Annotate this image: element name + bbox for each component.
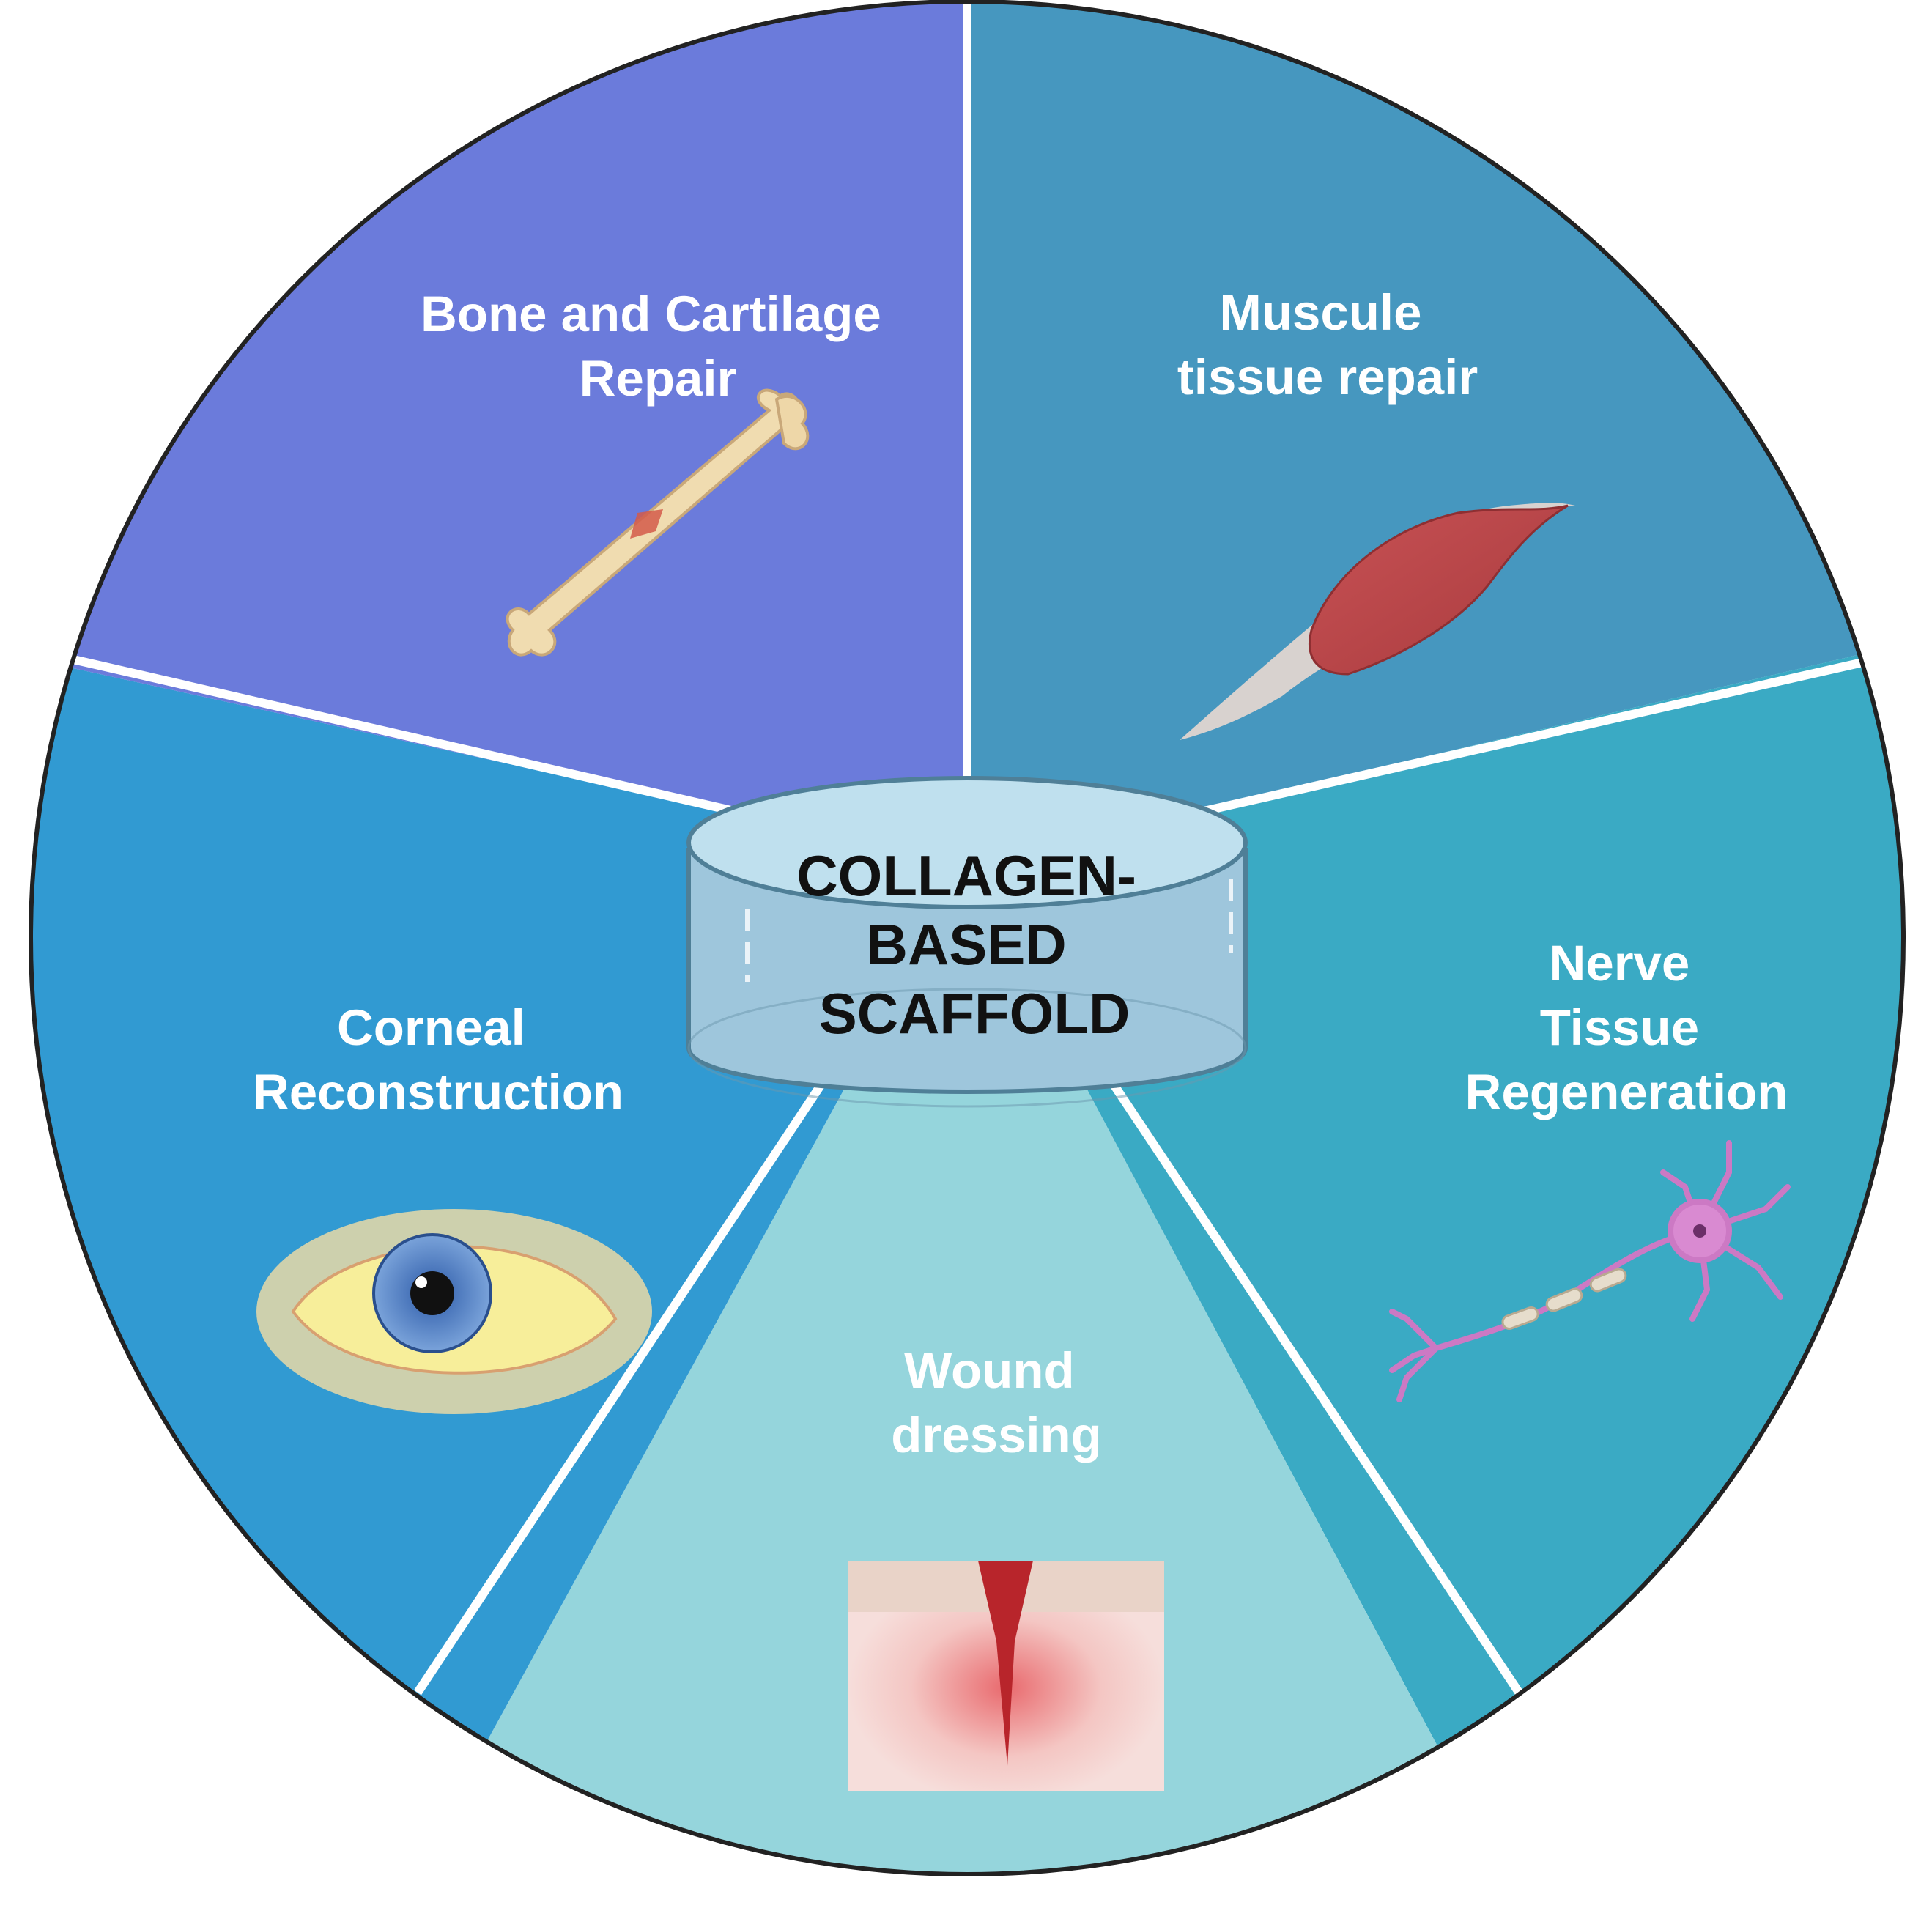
myelin-sheath	[1501, 1268, 1627, 1330]
label-nerve: Nerve Tissue Regeneration	[1465, 935, 1788, 1120]
eye-icon	[256, 1209, 652, 1414]
neuron-icon	[1389, 1140, 1791, 1402]
outer-ring	[29, 0, 1906, 1876]
center-label: COLLAGEN- BASED SCAFFOLD	[796, 843, 1152, 1046]
label-cornea: Corneal Reconstruction	[253, 999, 623, 1120]
muscle-icon	[1180, 503, 1575, 740]
label-muscle: Muscule tissue repair	[1177, 284, 1478, 405]
label-bone: Bone and Cartilage Repair	[421, 286, 895, 407]
label-wound: Wound dressing	[891, 1342, 1102, 1463]
wound-icon	[848, 1561, 1164, 1791]
scaffold-icon	[686, 776, 1248, 1108]
segment-wound	[396, 865, 1524, 1874]
bone-icon	[506, 388, 810, 657]
